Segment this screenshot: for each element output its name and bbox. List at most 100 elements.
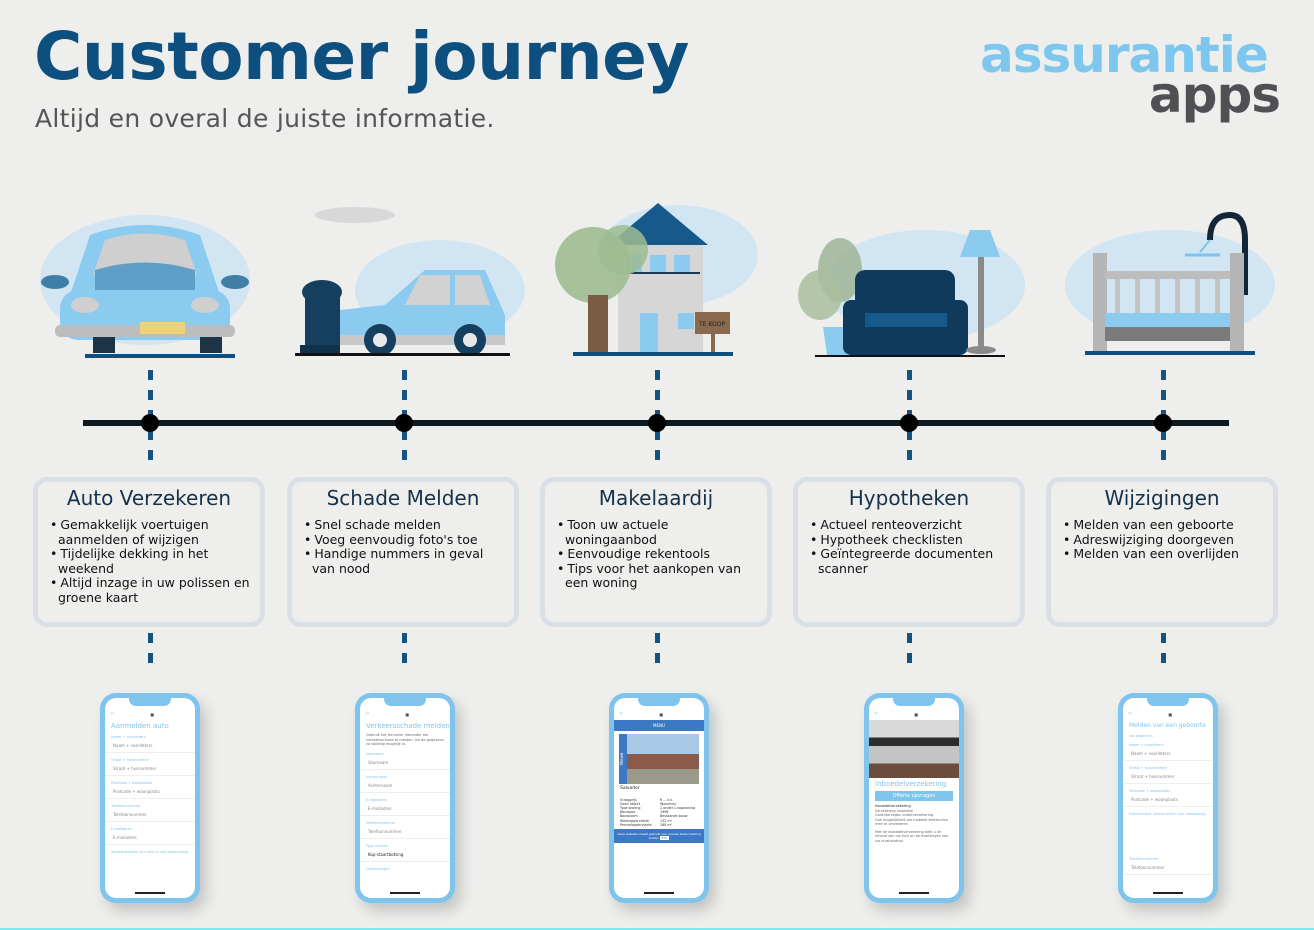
timeline-node [1154, 414, 1172, 432]
card-bullet: Tips voor het aankopen van een woning [555, 561, 757, 591]
menu-label: MENU [653, 723, 665, 728]
subheading: Inboedelverzekering [875, 804, 911, 808]
new-ribbon: Nieuw [619, 734, 627, 784]
back-icon: ⇦ [365, 711, 370, 717]
field-input[interactable]: Telefoonnummer [1123, 861, 1213, 875]
screen-title: Verkeersschade melden [366, 722, 450, 730]
stage-card-auto-verzekeren: Auto Verzekeren Gemakkelijk voertuigen a… [33, 477, 265, 627]
field-input[interactable]: Voornaam [360, 756, 450, 770]
screen-title: Melden van een geboorte [1129, 722, 1206, 729]
house-photo: Nieuw [619, 734, 699, 784]
field-label: Telefoonnummer [1129, 857, 1159, 861]
logo-line-1: assurantie [980, 26, 1269, 84]
app-logo: ■ [405, 712, 409, 717]
app-logo: ■ [914, 712, 918, 717]
phone-mockup-wijzigingen: ⇦ ■ Melden van een geboorte Uw gegevens N… [1118, 693, 1218, 903]
house-for-sale-icon: TE KOOP [548, 195, 778, 360]
card-title: Wijzigingen [1104, 486, 1220, 510]
kitchen-photo [869, 720, 959, 778]
card-bullet: Snel schade melden [302, 517, 504, 533]
card-bullet: Altijd inzage in uw polissen en groene k… [48, 575, 250, 605]
connector-dash [402, 633, 407, 671]
field-label: Verkeerstekens (vul veld in met aanduidi… [111, 850, 189, 854]
listing-title: Salvador [620, 786, 640, 791]
field-input[interactable]: Postcode + woonplaats [1123, 793, 1213, 807]
damage-type-select[interactable]: Kop-staartbotsing [360, 848, 450, 862]
back-icon: ⇦ [110, 711, 115, 717]
connector-dash [655, 633, 660, 671]
field-input[interactable]: Telefoonnummer [360, 825, 450, 839]
phone-mockup-makelaardij: ⇦■ MENU Nieuw Salvador Vraagprijs€ ... k… [609, 693, 709, 903]
list-item: Verzekering inspiratie [875, 808, 914, 813]
field-input[interactable]: E-mailadres [360, 802, 450, 816]
field-label: Naam + voorletters [111, 735, 146, 739]
field-label: Straat + huisnummer [1129, 766, 1167, 770]
card-bullet: Melden van een geboorte [1061, 517, 1263, 533]
card-title: Hypotheken [848, 486, 970, 510]
screen-title: Aanmelden auto [111, 722, 169, 730]
stage-card-makelaardij: Makelaardij Toon uw actuele woningaanbod… [540, 477, 772, 627]
field-label: Opmerkingen [366, 866, 390, 871]
logo-line-2: apps [1148, 66, 1281, 124]
field-input[interactable]: Telefoonnummer [105, 808, 195, 822]
cookie-info-button[interactable]: Info [659, 835, 670, 840]
card-title: Schade Melden [326, 486, 480, 510]
phone-mockup-hypotheken: ⇦■ Inboedelverzekering Offerte opvragen … [864, 693, 964, 903]
assurantieapps-logo: assurantie apps [980, 26, 1281, 124]
card-bullet: Actueel renteoverzicht [808, 517, 1010, 533]
car-crash-hydrant-icon [295, 195, 525, 360]
list-item: Ook mogelijkheid om mobiele elektronica … [875, 817, 948, 827]
stage-card-hypotheken: Hypotheken Actueel renteoverzicht Hypoth… [793, 477, 1025, 627]
cookie-banner: Deze website maakt gebruik van cookies D… [614, 828, 704, 843]
card-title: Makelaardij [598, 486, 714, 510]
field-input[interactable]: E-mailadres [105, 831, 195, 845]
field-label: E-mailadres [366, 797, 387, 802]
field-label: E-mailadres [111, 827, 132, 831]
field-label: Telefoonnummer [111, 804, 141, 808]
car-front-icon [35, 195, 265, 360]
request-quote-button[interactable]: Offerte opvragen [875, 791, 953, 801]
field-input[interactable]: Straat + huisnummer [105, 762, 195, 776]
back-icon: ⇦ [1128, 711, 1133, 717]
field-label: Achternaam [366, 774, 388, 779]
card-bullet: Handige nummers in geval van nood [302, 546, 504, 576]
timeline-node [395, 414, 413, 432]
intro-text: Gebruik het formulier hieronder om verke… [366, 733, 444, 746]
card-bullet: Gemakkelijk voertuigen aanmelden of wijz… [48, 517, 250, 547]
connector-dash [907, 633, 912, 671]
field-label: Postcode + woonplaats [111, 781, 152, 785]
stage-card-wijzigingen: Wijzigingen Melden van een geboorte Adre… [1046, 477, 1278, 627]
field-label: Telefoonnummer [366, 820, 396, 825]
phone-mockup-auto: ⇦ ■ Aanmelden auto Naam + voorletters Naa… [100, 693, 200, 903]
field-input[interactable]: Naam + voorletters [105, 739, 195, 753]
menu-bar[interactable]: MENU [614, 720, 704, 731]
timeline-node [648, 414, 666, 432]
app-logo: ■ [150, 712, 154, 717]
field-label: Polisnummer (alleen indien van toepassin… [1129, 812, 1206, 816]
page-title: Customer journey [34, 18, 689, 95]
card-title: Auto Verzekeren [66, 486, 232, 510]
field-input[interactable]: Naam + voorletters [1123, 747, 1213, 761]
card-bullet: Voeg eenvoudig foto's toe [302, 532, 504, 548]
field-label: Naam + voorletters [1129, 743, 1164, 747]
field-input[interactable]: Achternaam [360, 779, 450, 793]
cookie-accept-button[interactable]: Deze melding sluiten [648, 831, 701, 840]
paragraph: Met de inboedelverzekering dekt u de inh… [875, 829, 949, 843]
connector-dash [1161, 633, 1166, 671]
timeline-node [141, 414, 159, 432]
card-bullet: Adreswijziging doorgeven [1061, 532, 1263, 548]
app-logo: ■ [659, 712, 663, 717]
for-sale-sign-text: TE KOOP [698, 321, 725, 328]
phone-mockup-schade: ⇦ ■ Verkeersschade melden Gebruik het for… [355, 693, 455, 903]
back-icon: ⇦ [619, 711, 624, 717]
section-label: Uw gegevens [1129, 734, 1153, 738]
field-input[interactable]: Postcode + woonplaats [105, 785, 195, 799]
list-item: Garantie tegen onderverzekering [875, 813, 934, 817]
field-input[interactable]: Straat + huisnummer [1123, 770, 1213, 784]
card-bullet: Eenvoudige rekentools [555, 546, 757, 562]
app-logo: ■ [1168, 712, 1172, 717]
